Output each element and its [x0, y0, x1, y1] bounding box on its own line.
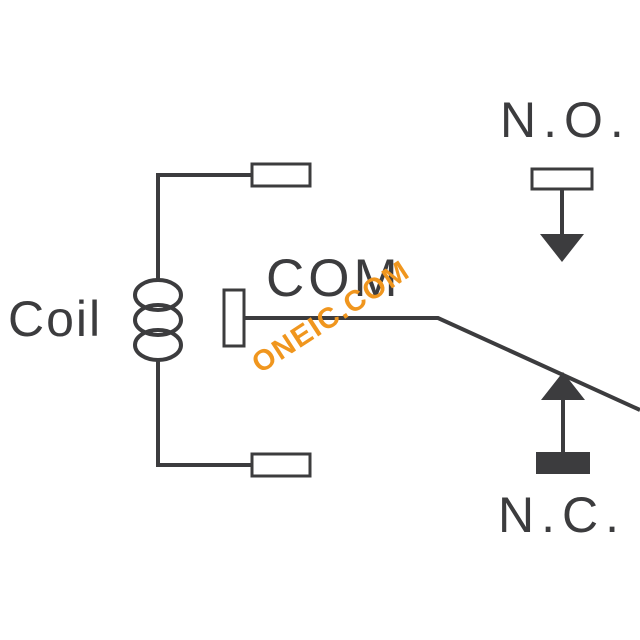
coil-loop-2 — [133, 303, 183, 337]
coil-bottom-wire — [156, 359, 252, 467]
nc-contact — [536, 372, 590, 474]
coil-loop-1 — [133, 278, 183, 312]
coil-symbol — [133, 278, 183, 362]
com-label: COM — [266, 249, 402, 308]
com-terminal — [222, 288, 246, 348]
no-contact — [530, 167, 594, 262]
no-arrow-icon — [540, 234, 584, 262]
com-armature-wire — [244, 316, 640, 412]
no-label: N.O. — [500, 92, 631, 148]
coil-label: Coil — [8, 291, 102, 347]
coil-top-wire — [156, 173, 252, 281]
coil-terminal-bottom — [250, 452, 312, 478]
coil-terminal-top — [250, 162, 312, 188]
nc-arrow-icon — [541, 372, 585, 400]
nc-label: N.C. — [498, 487, 626, 543]
nc-terminal — [536, 452, 590, 474]
coil-loop-3 — [133, 328, 183, 362]
no-terminal — [530, 167, 594, 191]
